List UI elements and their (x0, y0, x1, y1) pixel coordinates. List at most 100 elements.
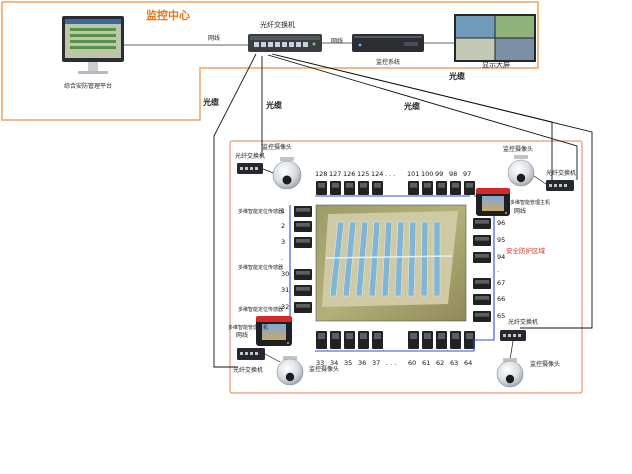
right-number: · (497, 268, 500, 276)
dome-camera-top-right (507, 155, 535, 187)
sensor-bottom (408, 331, 419, 349)
top-number: 125 (357, 170, 370, 178)
site-switch-bottom-left (237, 348, 265, 360)
right-number: 67 (497, 279, 506, 287)
sensor-label-2: 多维智能定位传感器 (238, 265, 284, 271)
sensor-top (358, 181, 369, 195)
sensor-right (473, 294, 491, 305)
right-number: 94 (497, 253, 506, 261)
workstation-label: 综合安防管理平台 (64, 83, 113, 90)
top-number: . . . (385, 170, 396, 178)
nvr-icon (352, 34, 424, 52)
sensor-bottom (316, 331, 327, 349)
bottom-number: 36 (358, 359, 367, 367)
site-switch-top-right (546, 180, 574, 191)
host-top-right-net-label: 网线 (514, 208, 527, 215)
sensor-top (422, 181, 433, 195)
fiber-label-far-right: 光缆 (449, 72, 465, 81)
top-number: 127 (329, 170, 342, 178)
sensor-top (372, 181, 383, 195)
sensor-bottom (358, 331, 369, 349)
sensor-top (330, 181, 341, 195)
management-host-top-right (476, 188, 510, 216)
sensor-top (344, 181, 355, 195)
sensor-top (316, 181, 327, 195)
right-number: 66 (497, 295, 506, 303)
sensor-bottom (372, 331, 383, 349)
site-switch-top-right-label: 光纤交换机 (546, 170, 577, 177)
right-number: 95 (497, 236, 506, 244)
top-number: 128 (315, 170, 328, 178)
sensor-bottom (436, 331, 447, 349)
left-number: · (281, 256, 284, 264)
display-wall-icon (454, 14, 536, 62)
center-title: 监控中心 (146, 9, 190, 22)
top-number: 98 (449, 170, 458, 178)
site-switch-top-left-label: 光纤交换机 (235, 153, 266, 160)
zone-label: 安全防护区域 (506, 247, 545, 255)
host-left-label: 多维智能管理主机 (228, 325, 269, 331)
fiber-label-left: 光缆 (203, 98, 219, 107)
net-link-right-label: 网线 (331, 38, 344, 45)
sensor-top (408, 181, 419, 195)
fiber-label-right: 光缆 (404, 102, 420, 111)
management-host-left (256, 316, 292, 346)
dome-camera-top-left (272, 157, 302, 190)
sensor-right (473, 278, 491, 289)
fiber-cables (213, 53, 593, 368)
sensor-row-bottom (316, 331, 475, 349)
bottom-number: 63 (450, 359, 459, 367)
dome-camera-bottom-left (276, 356, 304, 386)
top-number: 100 (421, 170, 434, 178)
sensor-bottom (330, 331, 341, 349)
sensor-column-right (473, 218, 491, 322)
display-wall-label: 显示大屏 (482, 61, 510, 69)
top-number: 101 (407, 170, 420, 178)
sensor-right (473, 235, 491, 246)
bottom-number: 34 (330, 359, 339, 367)
site-switch-bottom-left-label: 光纤交换机 (233, 367, 264, 374)
central-switch-icon (248, 34, 322, 52)
sensor-left (294, 285, 312, 296)
right-number: 96 (497, 219, 506, 227)
camera-bottom-left-label: 监控摄像头 (309, 366, 340, 373)
sensor-right (473, 218, 491, 229)
sensor-bottom (450, 331, 461, 349)
top-number: 126 (343, 170, 356, 178)
sensor-top (450, 181, 461, 195)
field-aerial-photo (315, 204, 467, 322)
host-left-net-label: 网线 (236, 332, 249, 339)
bottom-number: 33 (316, 359, 325, 367)
bottom-number: . . . (386, 359, 397, 367)
sensor-top (464, 181, 475, 195)
bottom-number: 35 (344, 359, 353, 367)
left-number: 2 (281, 222, 286, 230)
host-top-right-label: 多维智能管理主机 (510, 200, 551, 206)
workstation-icon (62, 16, 124, 74)
net-link-left-label: 网线 (208, 35, 221, 42)
sensor-top (436, 181, 447, 195)
sensor-right (473, 311, 491, 322)
site-zone-border (229, 140, 583, 394)
sensor-label-1: 多维智能定位传感器 (238, 209, 284, 215)
sensor-bottom (422, 331, 433, 349)
central-switch-label: 光纤交换机 (260, 21, 295, 29)
bottom-number: 64 (464, 359, 473, 367)
left-number: 1 (281, 207, 286, 215)
sensor-left (294, 206, 312, 217)
sensor-left (294, 237, 312, 248)
left-number: 32 (281, 303, 290, 311)
bottom-number: 37 (372, 359, 381, 367)
top-number: 124 (371, 170, 384, 178)
center-border (1, 1, 539, 121)
bottom-number: 61 (422, 359, 431, 367)
sensor-bottom (344, 331, 355, 349)
fiber-label-middle: 光缆 (266, 101, 282, 110)
left-number: 30 (281, 270, 290, 278)
site-switch-top-left (237, 163, 263, 174)
sensor-left (294, 302, 312, 313)
sensor-label-3: 多维智能定位传感器 (238, 307, 284, 313)
nvr-label: 监控系统 (376, 59, 401, 66)
